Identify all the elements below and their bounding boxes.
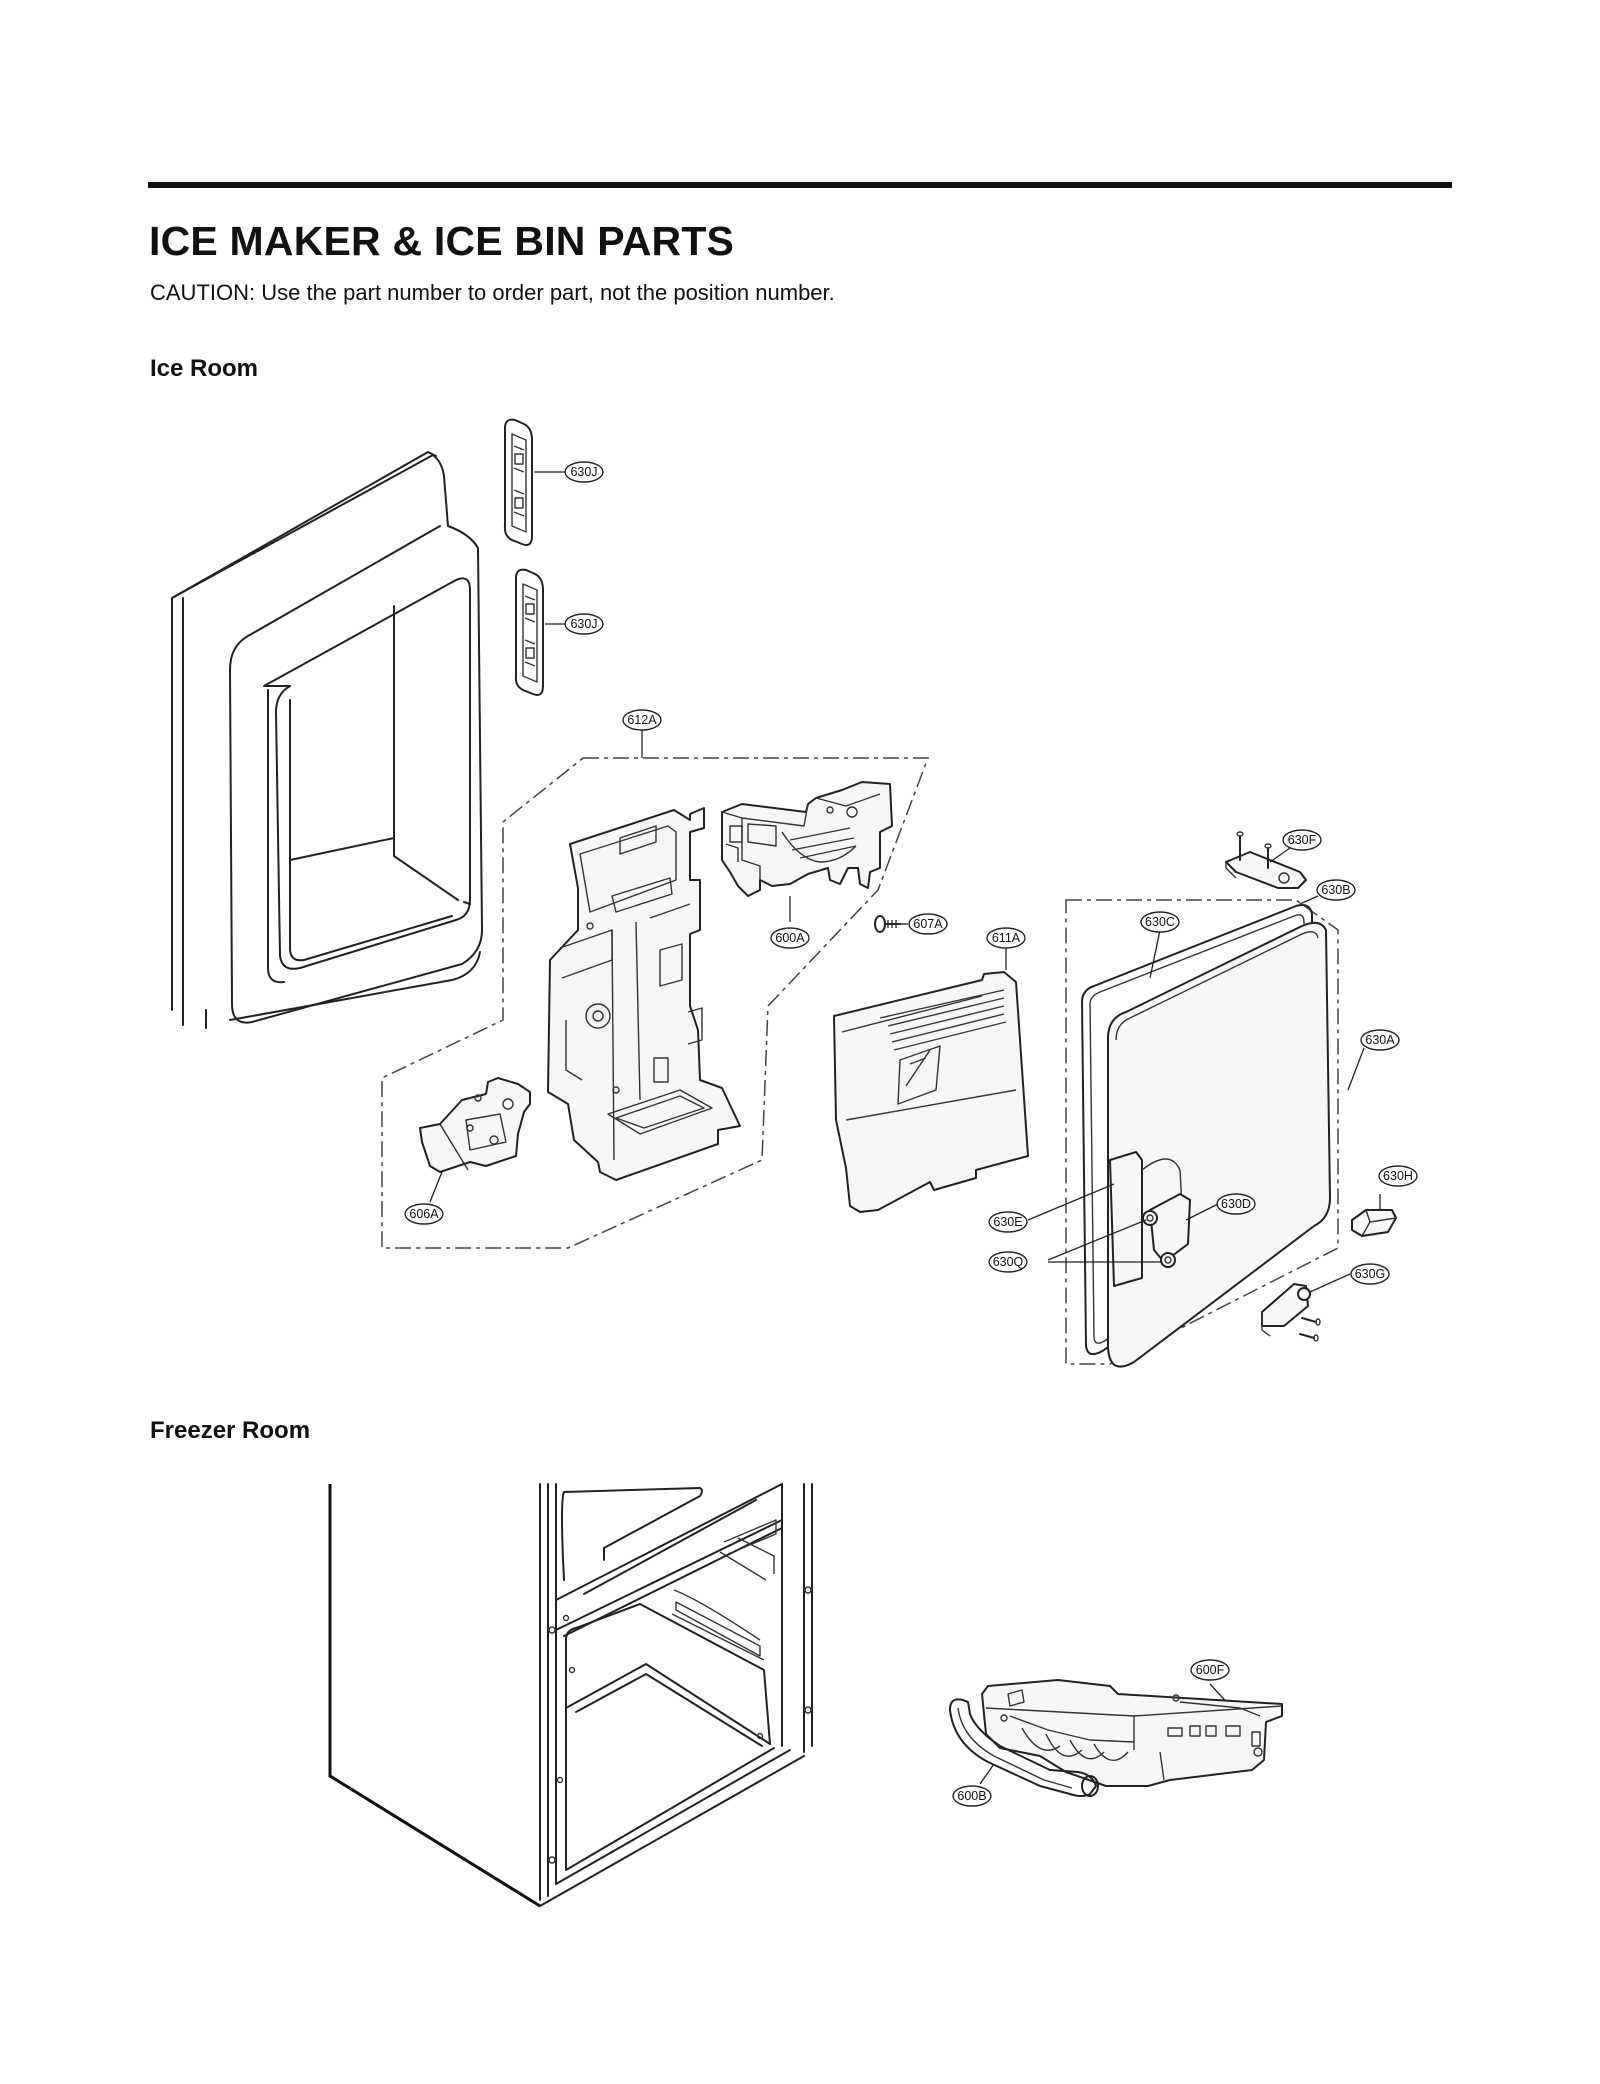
svg-text:607A: 607A xyxy=(913,917,943,931)
callout-600f: 600F xyxy=(1190,1659,1230,1681)
svg-text:606A: 606A xyxy=(409,1207,439,1221)
page-title: ICE MAKER & ICE BIN PARTS xyxy=(149,218,735,264)
part-630g-hinge xyxy=(1261,1283,1321,1342)
callout-630j-lower: 630J xyxy=(564,613,604,635)
callout-630f: 630F xyxy=(1282,829,1322,851)
svg-text:630J: 630J xyxy=(570,465,597,479)
svg-text:600A: 600A xyxy=(775,931,805,945)
callout-630q: 630Q xyxy=(988,1251,1028,1273)
part-630j-upper xyxy=(503,418,533,546)
svg-text:630F: 630F xyxy=(1288,833,1317,847)
assembly-612a-boundary xyxy=(381,757,930,1249)
callout-630j-upper: 630J xyxy=(564,461,604,483)
callout-630h: 630H xyxy=(1378,1165,1418,1187)
part-606a-bracket xyxy=(419,1077,531,1173)
part-611a-cover xyxy=(833,971,1029,1213)
part-630a-bin-door xyxy=(1107,921,1331,1368)
part-630h-latch xyxy=(1351,1209,1397,1237)
svg-text:630J: 630J xyxy=(570,617,597,631)
caution-note: CAUTION: Use the part number to order pa… xyxy=(150,280,835,305)
svg-text:600F: 600F xyxy=(1196,1663,1225,1677)
part-600b-ejector-arm xyxy=(949,1698,1099,1797)
callout-606a: 606A xyxy=(404,1203,444,1225)
part-600a-ice-maker xyxy=(721,781,893,897)
top-rule xyxy=(148,182,1452,188)
part-630f-hinge xyxy=(1225,831,1307,889)
svg-text:600B: 600B xyxy=(957,1789,986,1803)
callout-630b: 630B xyxy=(1316,879,1356,901)
svg-text:630Q: 630Q xyxy=(993,1255,1024,1269)
part-600f-ice-maker xyxy=(981,1679,1283,1787)
callout-612a: 612A xyxy=(622,709,662,731)
svg-text:612A: 612A xyxy=(627,713,657,727)
section-heading-ice-room: Ice Room xyxy=(150,355,259,382)
callout-630e: 630E xyxy=(988,1211,1028,1233)
ice-room-door-housing xyxy=(171,451,483,1029)
svg-text:611A: 611A xyxy=(992,931,1021,945)
svg-text:630D: 630D xyxy=(1221,1197,1251,1211)
svg-text:630A: 630A xyxy=(1365,1033,1395,1047)
part-607a-screw xyxy=(874,915,901,933)
callout-630c: 630C xyxy=(1140,911,1180,933)
svg-text:630G: 630G xyxy=(1355,1267,1386,1281)
callout-630g: 630G xyxy=(1350,1263,1390,1285)
section-heading-freezer-room: Freezer Room xyxy=(150,1417,311,1444)
callout-611a: 611A xyxy=(986,927,1026,949)
part-ice-maker-frame xyxy=(547,807,741,1181)
callout-600b: 600B xyxy=(952,1785,992,1807)
callout-600a: 600A xyxy=(770,927,810,949)
part-630j-lower xyxy=(514,568,544,696)
svg-text:630E: 630E xyxy=(993,1215,1022,1229)
callout-630a: 630A xyxy=(1360,1029,1400,1051)
svg-text:630C: 630C xyxy=(1145,915,1175,929)
leader-lines xyxy=(429,471,1381,1785)
callout-607a: 607A xyxy=(908,913,948,935)
callout-630d: 630D xyxy=(1216,1193,1256,1215)
svg-text:630B: 630B xyxy=(1321,883,1350,897)
freezer-compartment xyxy=(328,1483,813,1908)
svg-text:630H: 630H xyxy=(1383,1169,1413,1183)
